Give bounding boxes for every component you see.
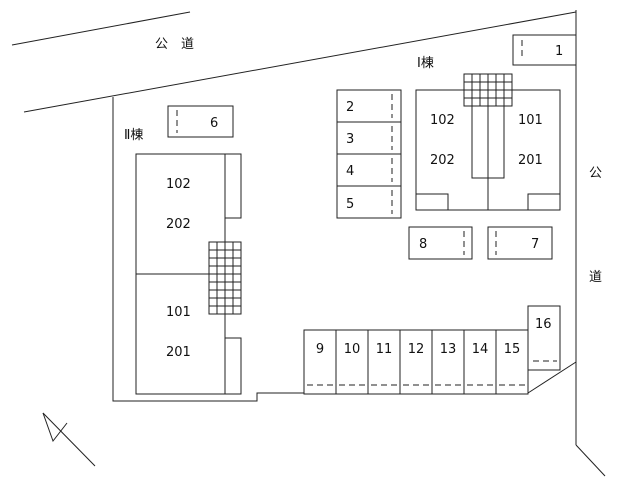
parking-space-12: 12	[399, 329, 433, 395]
svg-text:14: 14	[472, 342, 489, 357]
svg-text:15: 15	[504, 342, 521, 357]
parking-space-9: 9	[303, 329, 337, 395]
building-2-lower-balcony	[224, 337, 242, 395]
svg-text:12: 12	[408, 342, 425, 357]
east-road-corner	[575, 444, 606, 477]
parking-row: 9 10 11 12 13 14 15	[303, 329, 529, 395]
parking-space-10: 10	[335, 329, 369, 395]
building-2-label: Ⅱ棟	[124, 128, 143, 143]
parking-space-3: 3	[336, 121, 402, 155]
east-road-label-2: 道	[589, 270, 602, 285]
svg-text:7: 7	[531, 237, 539, 252]
building-2-upper-balcony	[224, 153, 242, 219]
east-road-label-1: 公	[589, 166, 602, 181]
site-boundary-southeast	[527, 361, 577, 394]
parking-space-16: 16	[527, 305, 561, 371]
svg-text:10: 10	[344, 342, 361, 357]
building-2-unit: 201	[166, 345, 191, 360]
parking-space-8: 8	[408, 226, 473, 260]
building-1-label: Ⅰ棟	[417, 56, 434, 71]
svg-text:1: 1	[555, 44, 563, 59]
svg-text:6: 6	[210, 116, 218, 131]
parking-space-5: 5	[336, 185, 402, 219]
building-1-unit: 202	[430, 153, 455, 168]
svg-text:9: 9	[316, 342, 324, 357]
parking-space-4: 4	[336, 153, 402, 187]
parking-space-14: 14	[463, 329, 497, 395]
svg-text:2: 2	[346, 100, 354, 115]
building-1-unit: 102	[430, 113, 455, 128]
parking-space-2: 2	[336, 89, 402, 123]
svg-text:8: 8	[419, 237, 427, 252]
building-1-unit: 201	[518, 153, 543, 168]
parking-space-1: 1	[512, 34, 577, 66]
svg-text:13: 13	[440, 342, 457, 357]
svg-text:3: 3	[346, 132, 354, 147]
svg-text:16: 16	[535, 317, 552, 332]
north-road-edge-outer	[11, 11, 191, 46]
svg-text:4: 4	[346, 164, 354, 179]
svg-text:5: 5	[346, 197, 354, 212]
building-1-balcony-left	[415, 193, 449, 211]
north-arrow-icon	[42, 412, 96, 467]
building-1-stair	[463, 73, 513, 107]
building-1-unit: 101	[518, 113, 543, 128]
svg-text:11: 11	[376, 342, 393, 357]
parking-space-13: 13	[431, 329, 465, 395]
north-road-edge-inner	[23, 11, 577, 113]
building-2-stair	[208, 241, 242, 315]
building-2-unit: 202	[166, 217, 191, 232]
building-2-unit: 102	[166, 177, 191, 192]
parking-space-11: 11	[367, 329, 401, 395]
building-1-balcony-right	[527, 193, 561, 211]
parking-space-6: 6	[167, 105, 234, 138]
parking-space-15: 15	[495, 329, 529, 395]
building-2-unit: 101	[166, 305, 191, 320]
parking-space-7: 7	[487, 226, 553, 260]
north-road-label: 公 道	[155, 37, 194, 52]
